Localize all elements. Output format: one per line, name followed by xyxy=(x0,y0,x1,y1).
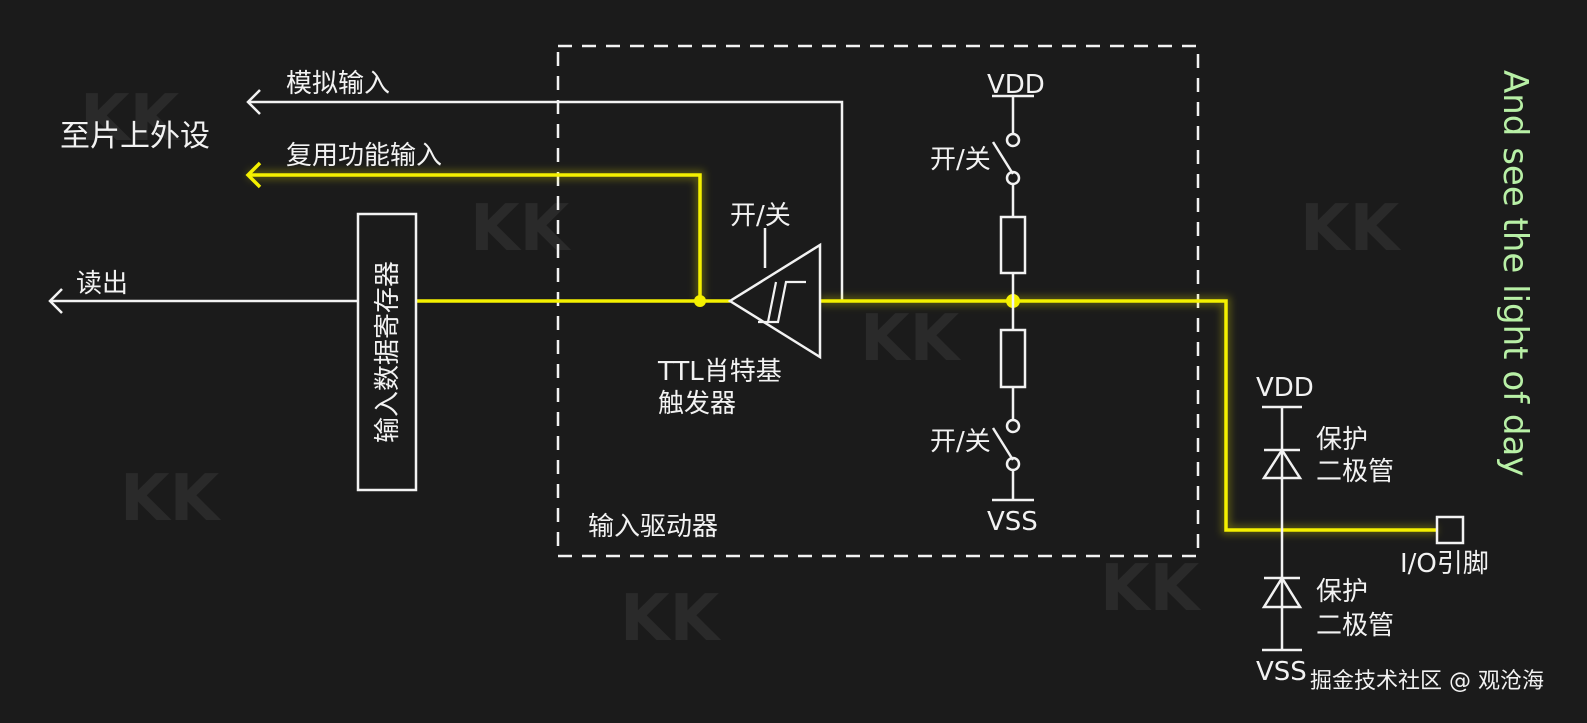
diode-top-label-line2: 二极管 xyxy=(1316,457,1394,487)
schmitt-label-line2: 触发器 xyxy=(658,389,736,419)
switch-contact xyxy=(1005,418,1021,434)
analog-input-label: 模拟输入 xyxy=(286,69,390,99)
junction-dot xyxy=(694,295,706,307)
schmitt-label-line1: TTL肖特基 xyxy=(657,357,782,387)
alt-func-arrow xyxy=(245,161,262,189)
watermark-kk: KK xyxy=(470,192,572,266)
input-data-register-label: 输入数据寄存器 xyxy=(373,261,403,443)
watermark-layer: KK KK KK KK KK KK KK xyxy=(80,82,1402,656)
diode-bottom-label-line1: 保护 xyxy=(1316,577,1368,607)
vdd-protect-label: VDD xyxy=(1256,373,1314,403)
read-out-label: 读出 xyxy=(76,269,128,299)
alt-func-wire xyxy=(248,173,702,301)
pulldown-switch-blade xyxy=(991,427,1015,461)
schmitt-trigger xyxy=(727,242,822,360)
pullup-resistor xyxy=(999,215,1027,275)
analog-input-wire xyxy=(248,100,844,301)
pulldown-resistor xyxy=(999,328,1027,389)
signal-path xyxy=(245,161,1437,532)
watermark-kk: KK xyxy=(860,302,962,376)
pulldown-switch-label: 开/关 xyxy=(930,427,991,457)
diode-bottom-label-line2: 二极管 xyxy=(1316,611,1394,641)
pull-network xyxy=(991,94,1034,502)
diode-bottom xyxy=(1261,575,1303,609)
schmitt-switch-label: 开/关 xyxy=(730,201,791,231)
pullup-switch-blade xyxy=(991,141,1015,175)
pullup-switch-label: 开/关 xyxy=(930,145,991,175)
alt-func-input-label: 复用功能输入 xyxy=(286,141,442,171)
side-caption: And see the light of day xyxy=(1495,70,1535,476)
analog-input-arrow xyxy=(246,89,261,115)
vss-protect-label: VSS xyxy=(1256,657,1307,687)
protection-diodes xyxy=(1261,405,1303,652)
watermark-kk: KK xyxy=(620,582,722,656)
io-pin-label: I/O引脚 xyxy=(1400,549,1489,579)
input-data-register-box xyxy=(356,212,418,492)
diode-top xyxy=(1261,447,1303,480)
vdd-pull-label: VDD xyxy=(987,70,1045,100)
read-out-arrow xyxy=(48,288,63,314)
diode-top-label-line1: 保护 xyxy=(1316,425,1368,455)
white-wires xyxy=(48,89,844,314)
to-peripheral-label: 至片上外设 xyxy=(60,119,210,154)
watermark-kk: KK xyxy=(120,462,222,536)
watermark-kk: KK xyxy=(1100,552,1202,626)
io-pin-pad xyxy=(1435,515,1465,545)
vss-pull-label: VSS xyxy=(987,507,1038,537)
watermark-kk: KK xyxy=(80,82,182,156)
credit-text: 掘金技术社区 @ 观沧海 xyxy=(1310,669,1544,694)
trigger-to-pin-wire xyxy=(820,299,1437,532)
input-driver-label: 输入驱动器 xyxy=(588,512,718,542)
watermark-kk: KK xyxy=(1300,192,1402,266)
switch-contact xyxy=(1005,132,1021,148)
